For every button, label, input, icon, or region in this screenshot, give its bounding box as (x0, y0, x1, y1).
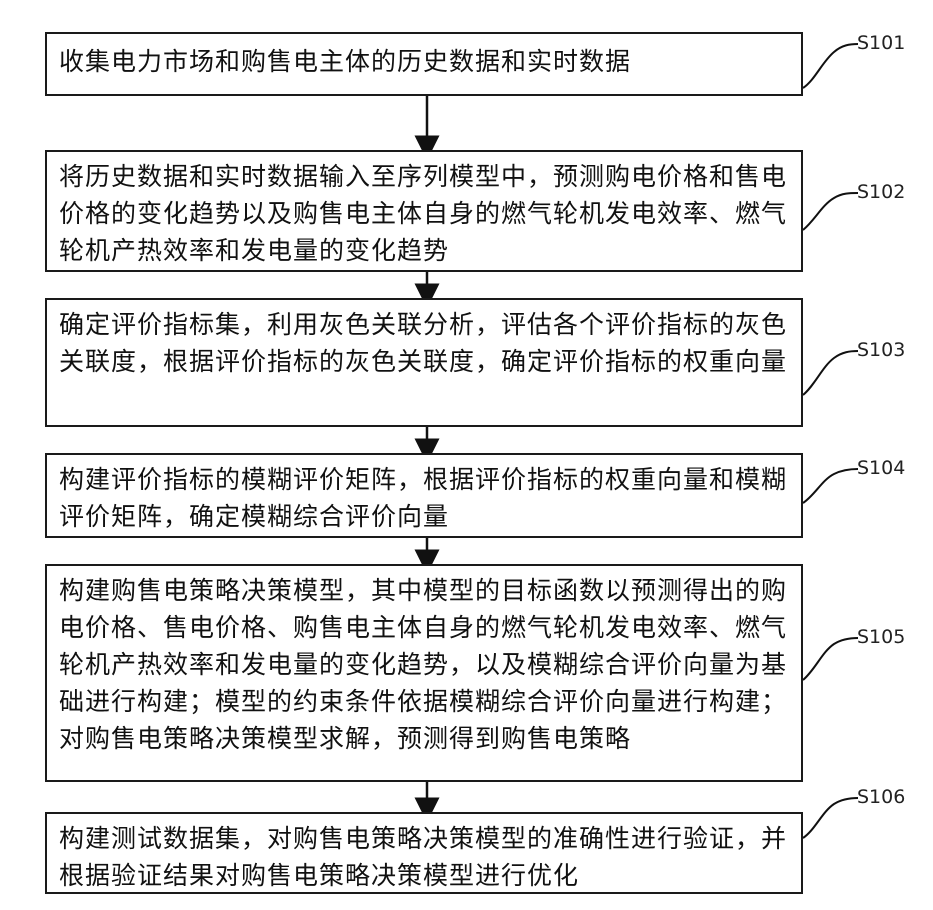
leader-s101 (803, 44, 858, 88)
step-label-s103: S103 (857, 339, 905, 361)
leader-s103 (803, 351, 858, 395)
step-box-s105: 构建购售电策略决策模型，其中模型的目标函数以预测得出的购电价格、售电价格、购售电… (45, 564, 803, 782)
step-box-s102: 将历史数据和实时数据输入至序列模型中，预测购电价格和售电价格的变化趋势以及购售电… (45, 150, 803, 272)
leader-s102 (803, 193, 858, 230)
step-label-s106: S106 (857, 786, 905, 808)
leader-s106 (803, 798, 858, 838)
step-label-s101: S101 (857, 32, 905, 54)
leader-s104 (803, 469, 858, 503)
step-box-s106: 构建测试数据集，对购售电策略决策模型的准确性进行验证，并根据验证结果对购售电策略… (45, 812, 803, 894)
leader-s105 (803, 638, 858, 680)
step-box-s104: 构建评价指标的模糊评价矩阵，根据评价指标的权重向量和模糊评价矩阵，确定模糊综合评… (45, 453, 803, 538)
step-label-s104: S104 (857, 457, 905, 479)
step-box-s103: 确定评价指标集，利用灰色关联分析，评估各个评价指标的灰色关联度，根据评价指标的灰… (45, 298, 803, 427)
step-box-s101: 收集电力市场和购售电主体的历史数据和实时数据 (45, 32, 803, 96)
step-label-s105: S105 (857, 626, 905, 648)
step-label-s102: S102 (857, 181, 905, 203)
